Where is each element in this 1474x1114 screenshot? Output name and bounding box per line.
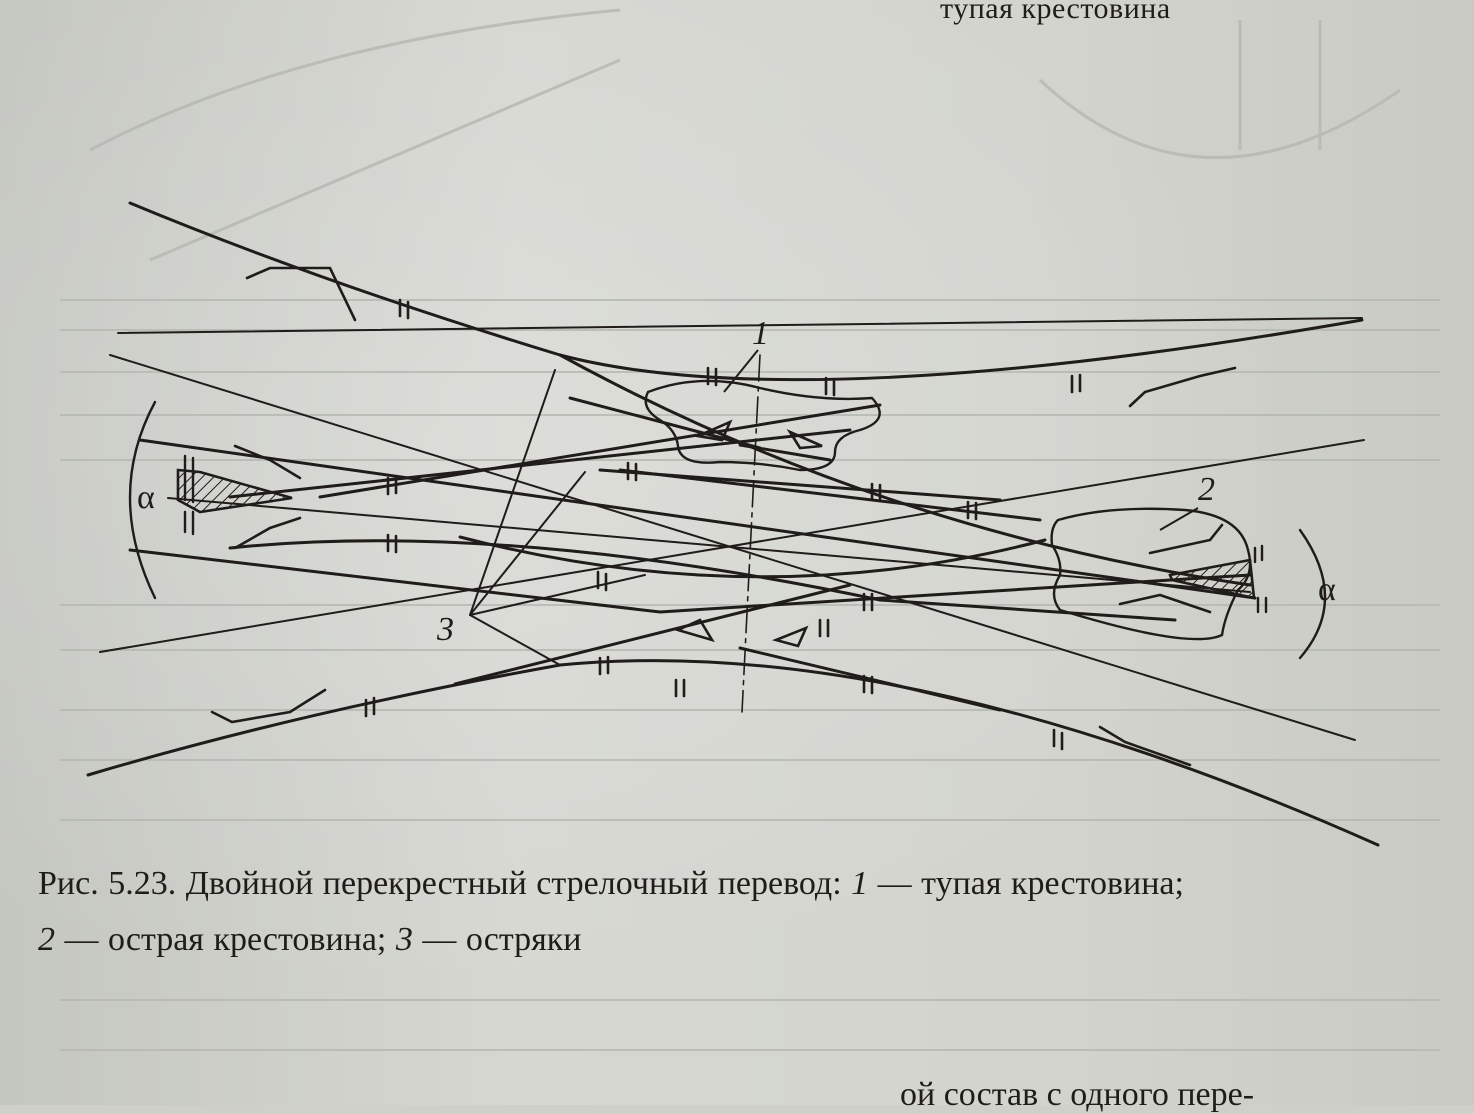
- angle-marks: [128, 400, 1327, 660]
- caption-text-1: — тупая крестовина;: [868, 865, 1184, 902]
- switch-points: [210, 266, 1237, 767]
- frog-nose-left: [176, 468, 293, 514]
- axis-lines: [99, 317, 1365, 741]
- switch-diagram: 1 2 3 α α: [86, 201, 1380, 847]
- running-head: тупая крестовина: [940, 0, 1171, 25]
- label-angle-right: α: [1318, 571, 1336, 608]
- rail-joints: [364, 298, 1082, 751]
- caption-num-3: 3: [395, 921, 413, 958]
- caption-text-2: — острая крестовина;: [55, 921, 396, 958]
- caption-line-1: Рис. 5.23. Двойной перекрестный стрелочн…: [38, 856, 1438, 912]
- caption-num-1: 1: [851, 865, 869, 902]
- caption-prefix: Рис. 5.23. Двойной перекрестный стрелочн…: [38, 865, 852, 902]
- caption-line-2: 2 — острая крестовина; 3 — остряки: [38, 912, 1438, 968]
- caption-text-3: — остряки: [412, 921, 582, 958]
- obtuse-frog-outline: [644, 379, 881, 472]
- label-angle-left: α: [137, 479, 155, 516]
- figure-caption: Рис. 5.23. Двойной перекрестный стрелочн…: [38, 856, 1438, 968]
- point-tips: [674, 419, 823, 648]
- acute-frog-outline: [1050, 507, 1252, 641]
- label-frog-obtuse: 1: [752, 315, 769, 352]
- label-switch-points: 3: [436, 611, 454, 648]
- frog-nose-right: [1168, 558, 1256, 600]
- rails: [86, 201, 1380, 847]
- body-text-fragment: ой состав с одного пере-: [900, 1076, 1255, 1113]
- label-frog-acute: 2: [1198, 471, 1215, 508]
- caption-num-2: 2: [38, 921, 55, 958]
